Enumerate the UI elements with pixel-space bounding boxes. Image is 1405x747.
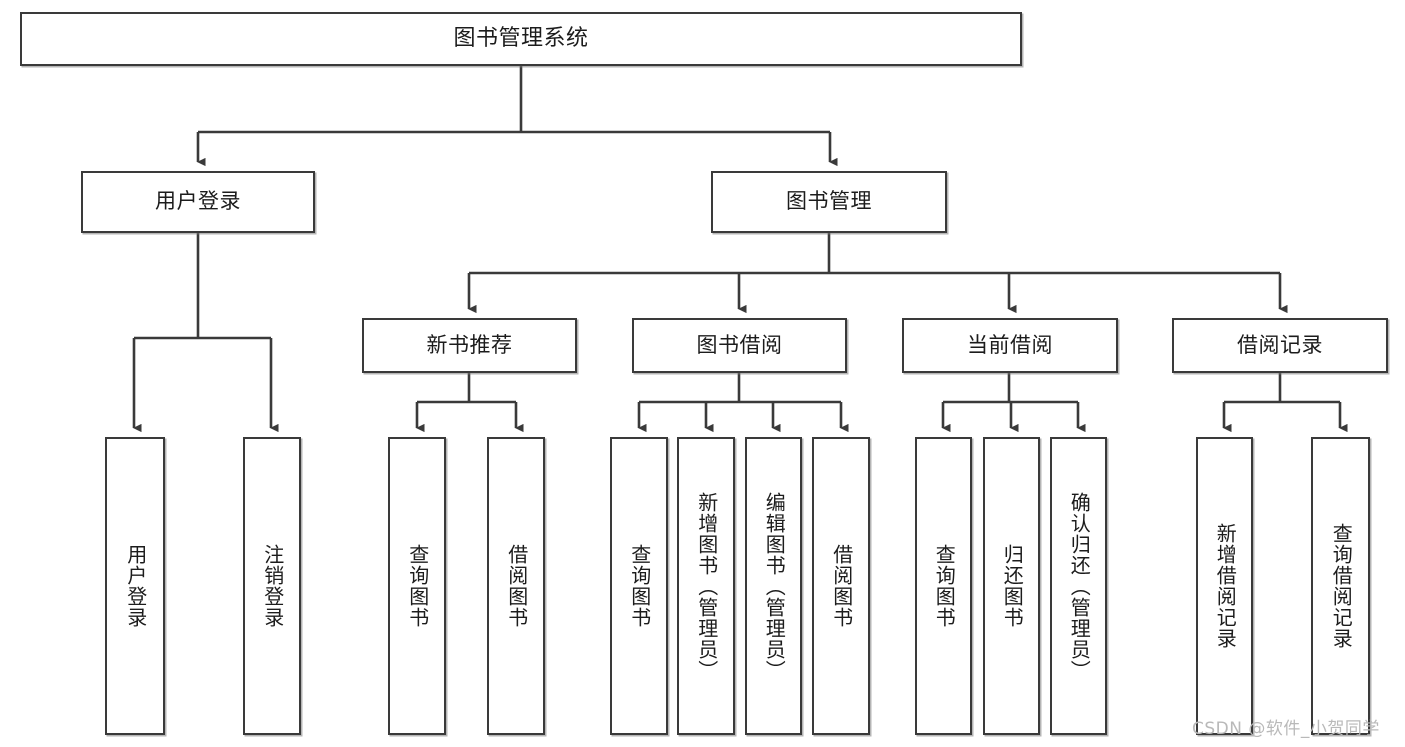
node-root-system[interactable]: 图书管理系统 (20, 12, 1022, 66)
node-label: 新书推荐 (426, 332, 513, 357)
csdn-watermark: CSDN @软件_小贺同学 (1192, 719, 1380, 739)
node-book-management[interactable]: 图书管理 (711, 171, 947, 233)
node-user-login[interactable]: 用户登录 (81, 171, 315, 233)
node-label: 图书管理系统 (453, 25, 589, 51)
leaf-cb-return-book[interactable]: 归还图书 (983, 437, 1040, 735)
leaf-user-login[interactable]: 用户登录 (105, 437, 165, 735)
node-label: 图书借阅 (696, 332, 783, 357)
leaf-bb-borrow-book[interactable]: 借阅图书 (812, 437, 870, 735)
node-label: 查询借阅记录 (1329, 523, 1354, 649)
leaf-user-logout[interactable]: 注销登录 (243, 437, 301, 735)
leaf-cb-confirm-return-admin[interactable]: 确认归还（管理员） (1050, 437, 1107, 735)
node-label: 用户登录 (123, 544, 148, 628)
node-label: 新增借阅记录 (1213, 523, 1238, 649)
node-label: 图书管理 (786, 189, 872, 214)
node-label: 借阅图书 (504, 544, 529, 628)
node-label: 确认归还（管理员） (1067, 491, 1092, 681)
node-label: 新增图书（管理员） (694, 491, 719, 681)
node-book-borrowing[interactable]: 图书借阅 (632, 318, 847, 373)
leaf-bb-edit-book-admin[interactable]: 编辑图书（管理员） (745, 437, 802, 735)
leaf-bb-query-book[interactable]: 查询图书 (610, 437, 668, 735)
node-label: 注销登录 (260, 544, 285, 628)
leaf-br-add-record[interactable]: 新增借阅记录 (1196, 437, 1253, 735)
node-label: 用户登录 (155, 189, 241, 214)
node-current-borrowing[interactable]: 当前借阅 (902, 318, 1118, 373)
node-label: 查询图书 (627, 544, 652, 628)
node-label: 当前借阅 (967, 332, 1053, 357)
node-label: 查询图书 (405, 544, 430, 628)
node-label: 借阅图书 (829, 544, 854, 628)
node-label: 归还图书 (1000, 544, 1025, 628)
node-borrowing-record[interactable]: 借阅记录 (1172, 318, 1388, 373)
node-new-book-recommendation[interactable]: 新书推荐 (362, 318, 577, 373)
node-label: 编辑图书（管理员） (762, 491, 787, 681)
leaf-rec-borrow-book[interactable]: 借阅图书 (487, 437, 545, 735)
leaf-rec-query-book[interactable]: 查询图书 (388, 437, 446, 735)
leaf-cb-query-book[interactable]: 查询图书 (915, 437, 972, 735)
leaf-br-query-record[interactable]: 查询借阅记录 (1311, 437, 1370, 735)
node-label: 借阅记录 (1237, 332, 1323, 357)
leaf-bb-add-book-admin[interactable]: 新增图书（管理员） (677, 437, 735, 735)
node-label: 查询图书 (932, 544, 957, 628)
